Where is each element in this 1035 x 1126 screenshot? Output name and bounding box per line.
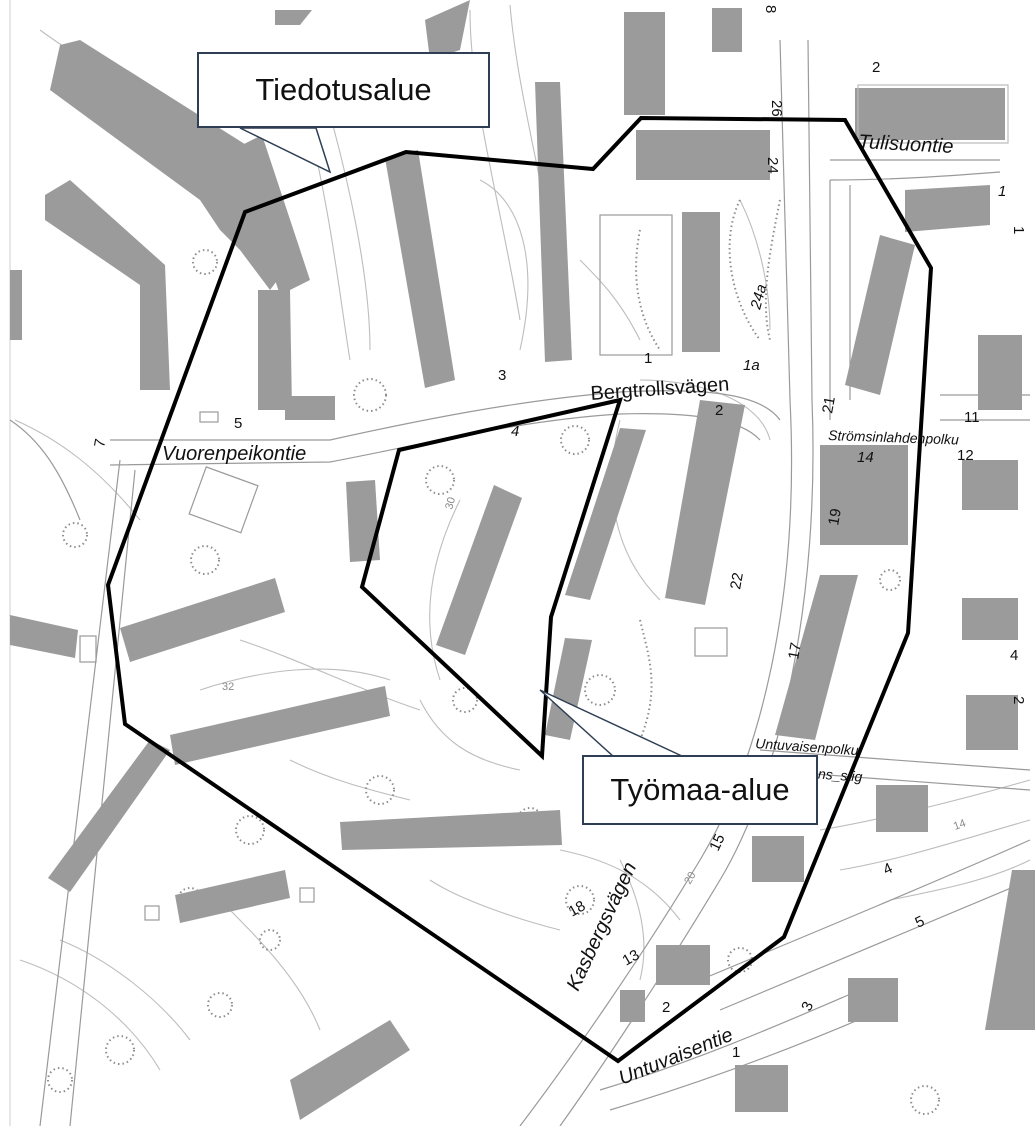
contour-label: 14 — [952, 817, 968, 832]
house-number: 22 — [727, 571, 747, 590]
building — [962, 598, 1018, 640]
house-number: 17 — [785, 641, 805, 660]
building — [275, 10, 312, 25]
building — [535, 82, 572, 362]
house-number: 18 — [566, 897, 589, 920]
house-number: 7 — [91, 438, 109, 449]
building — [290, 1020, 410, 1120]
house-number: 2 — [715, 402, 723, 419]
house-number: 1 — [1010, 226, 1027, 234]
building — [48, 740, 170, 892]
building — [285, 396, 335, 420]
house-number: 4 — [1010, 647, 1018, 664]
site-area-callout: Työmaa-alue — [582, 755, 818, 825]
house-number: 1 — [998, 183, 1006, 200]
house-number: 3 — [498, 367, 506, 384]
house-number: 24 — [764, 157, 781, 174]
house-number: 8 — [762, 5, 779, 13]
info-area-callout: Tiedotusalue — [197, 52, 490, 128]
building — [820, 445, 908, 545]
building — [752, 836, 804, 882]
info-area-label: Tiedotusalue — [255, 72, 432, 107]
information-area-boundary — [105, 115, 934, 1064]
house-number: 5 — [234, 415, 242, 432]
street-label-tulisuontie: Tulisuontie — [858, 131, 954, 158]
house-number: 19 — [825, 507, 845, 526]
house-number: 2 — [662, 999, 670, 1016]
building — [10, 615, 78, 658]
street-label-stromsinlahdenpolku: Strömsinlahdenpolku — [828, 427, 959, 448]
building — [340, 810, 562, 850]
contour-label: 20 — [682, 870, 699, 887]
building — [385, 150, 455, 388]
building — [170, 686, 390, 765]
site-area-label: Työmaa-alue — [610, 772, 790, 807]
house-number: 4 — [511, 423, 519, 440]
street-label-untuvaisenpolku: Untuvaisenpolku — [755, 735, 860, 758]
building — [665, 400, 745, 605]
house-number: 11 — [964, 409, 980, 426]
house-number: 21 — [819, 395, 839, 414]
building — [905, 185, 990, 232]
house-number: 1 — [732, 1044, 740, 1061]
building — [258, 290, 292, 410]
building — [620, 990, 645, 1022]
building — [545, 638, 592, 740]
house-number: 13 — [620, 946, 643, 969]
building — [712, 8, 742, 52]
house-number: 1 — [644, 350, 652, 367]
building — [120, 578, 285, 662]
building — [978, 335, 1022, 410]
building — [876, 785, 928, 832]
building — [10, 270, 22, 340]
small-structures — [79, 84, 1009, 921]
building — [624, 12, 665, 115]
building — [656, 945, 710, 985]
building — [848, 978, 898, 1022]
house-number: 2 — [1010, 696, 1027, 704]
house-number: 15 — [706, 831, 728, 853]
street-label-vuorenpeikontie: Vuorenpeikontie — [162, 443, 306, 465]
building — [565, 428, 646, 600]
building — [845, 235, 915, 395]
building — [436, 485, 522, 655]
work-site-boundary — [359, 397, 623, 761]
building — [232, 135, 310, 295]
building — [425, 0, 470, 60]
contour-label: 30 — [443, 496, 458, 511]
roads — [9, 39, 1031, 1126]
house-number: 26 — [768, 100, 785, 117]
building — [682, 212, 720, 352]
building — [855, 88, 1005, 140]
house-number: 14 — [857, 449, 874, 466]
house-number: 12 — [957, 447, 974, 464]
building — [775, 575, 858, 740]
building — [45, 180, 170, 390]
building — [346, 480, 380, 562]
info-callout-pointer — [239, 127, 332, 174]
house-number: 2 — [872, 59, 880, 76]
building — [735, 1065, 788, 1112]
building — [636, 130, 770, 180]
building — [985, 870, 1035, 1030]
building — [175, 870, 290, 923]
building — [962, 460, 1018, 510]
contour-label: 32 — [222, 681, 234, 693]
house-number: 1a — [743, 357, 760, 374]
street-label-untuvaisenpolku-sv: ens_stig — [810, 765, 863, 785]
building — [966, 695, 1018, 750]
house-number: 24a — [747, 282, 770, 312]
